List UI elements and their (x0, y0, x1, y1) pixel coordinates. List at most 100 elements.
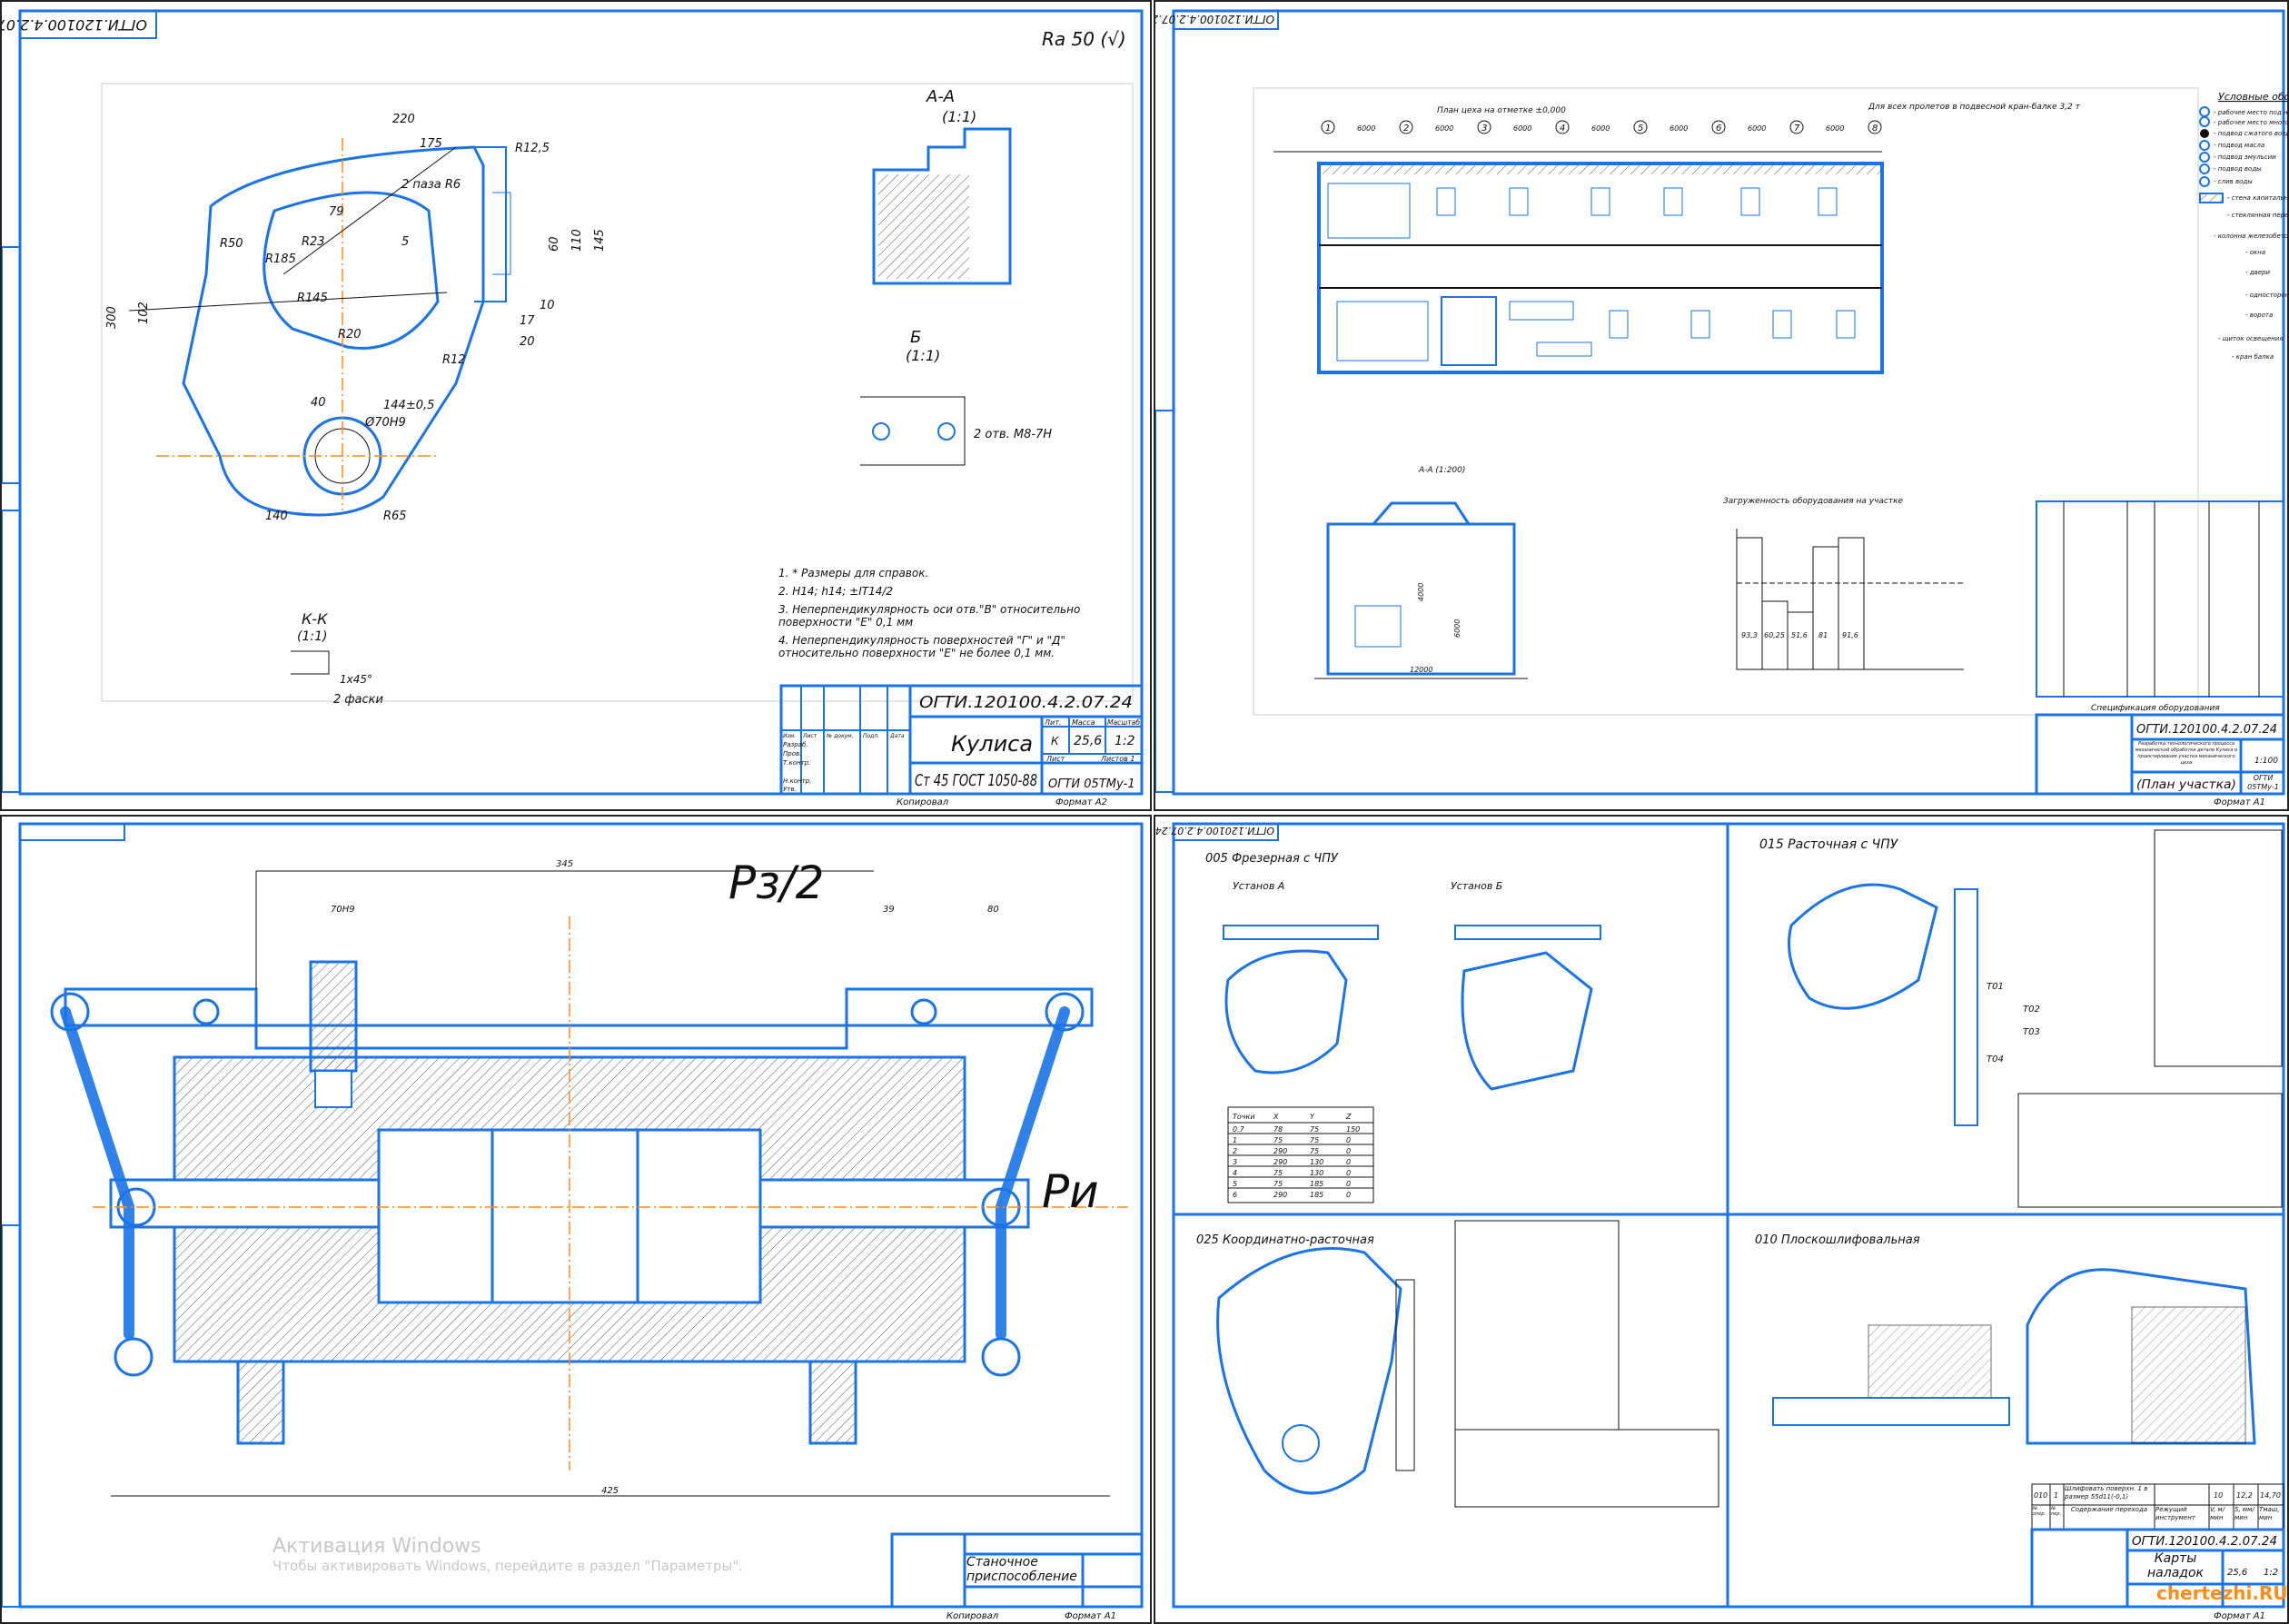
svg-text:Установ Б: Установ Б (1451, 880, 1502, 892)
svg-text:Б: Б (910, 328, 921, 347)
svg-text:Кулиса: Кулиса (951, 731, 1033, 757)
svg-text:Т03: Т03 (2023, 1027, 2040, 1037)
svg-text:К-К: К-К (302, 610, 328, 628)
svg-text:60,25: 60,25 (1764, 631, 1785, 639)
table-cell: 3 (1233, 1158, 1237, 1166)
svg-text:110: 110 (570, 229, 584, 252)
svg-text:175: 175 (420, 137, 442, 151)
svg-text:R23: R23 (302, 235, 325, 249)
setup-cards-canvas: ОГТИ.120100.4.2.07.24 005 Фрезерная с ЧП… (1155, 822, 2285, 1621)
svg-text:2 паза R6: 2 паза R6 (401, 178, 461, 192)
detail-drawing-canvas: ОГТИ.120100.4.2.07.24 Ra 50 (√) 220 175 … (2, 9, 1144, 807)
svg-text:- кран балка: - кран балка (2232, 353, 2274, 361)
svg-text:Масса: Масса (1072, 718, 1095, 727)
svg-text:1: 1 (2054, 1491, 2058, 1500)
svg-text:R65: R65 (383, 510, 407, 523)
svg-text:ОГТИ.120100.4.2.07.24: ОГТИ.120100.4.2.07.24 (1155, 825, 1274, 837)
svg-text:R12,5: R12,5 (515, 142, 550, 155)
svg-text:6000: 6000 (1357, 124, 1375, 133)
svg-text:Т.контр.: Т.контр. (783, 759, 810, 767)
svg-text:2 отв. М8-7Н: 2 отв. М8-7Н (974, 428, 1052, 441)
svg-text:91,6: 91,6 (1842, 631, 1858, 639)
svg-text:010: 010 (2034, 1491, 2047, 1500)
table-cell: 290 (1273, 1147, 1287, 1155)
dimension-labels: 220 175 300 102 140 40 144±0,5 Ø70H9 R65… (105, 113, 607, 523)
svg-text:- ворота: - ворота (2245, 312, 2273, 319)
svg-text:5: 5 (1638, 124, 1643, 134)
svg-text:R185: R185 (265, 253, 296, 266)
svg-text:Лист: Лист (1045, 755, 1065, 763)
copied-label: Копировал (897, 797, 949, 807)
svg-text:Для всех пролетов в подвесной: Для всех пролетов в подвесной кран-балке… (1868, 103, 2081, 112)
svg-text:- слив воды: - слив воды (2214, 178, 2253, 185)
note: 1. * Размеры для справок. (778, 567, 929, 579)
part-kulisa-view (128, 138, 511, 517)
equipment-specification-table: Спецификация оборудования (2036, 500, 2284, 713)
sheet-setup-cards: ОГТИ.120100.4.2.07.24 005 Фрезерная с ЧП… (1154, 815, 2289, 1624)
svg-text:Пров.: Пров. (783, 750, 801, 758)
svg-text:7: 7 (1794, 124, 1800, 134)
table-cell: 6 (1233, 1191, 1237, 1199)
svg-text:Условные обозначения: Условные обозначения (2218, 91, 2287, 103)
svg-text:Масштаб: Масштаб (1107, 718, 1140, 727)
svg-text:015 Расточная с ЧПУ: 015 Расточная с ЧПУ (1759, 837, 1899, 852)
svg-text:425: 425 (601, 1486, 619, 1496)
svg-text:R50: R50 (220, 237, 243, 251)
building-section: 12000 6000 4000 (1314, 501, 1528, 679)
svg-text:300: 300 (105, 306, 119, 329)
table-cell: 4 (1233, 1169, 1237, 1177)
force-label-pi: Ри (1042, 1165, 1099, 1218)
svg-text:ОГТИ.120100.4.2.07.24: ОГТИ.120100.4.2.07.24 (2136, 723, 2277, 737)
svg-text:- подвод эмульсии: - подвод эмульсии (2214, 153, 2276, 161)
svg-text:25,6: 25,6 (1074, 734, 1102, 748)
svg-text:144±0,5: 144±0,5 (383, 399, 434, 412)
table-cell: 0 (1346, 1136, 1351, 1144)
table-cell: 185 (1310, 1180, 1323, 1188)
svg-text:R20: R20 (338, 328, 362, 342)
svg-text:6000: 6000 (1591, 124, 1610, 133)
svg-text:А-А (1:200): А-А (1:200) (1418, 466, 1465, 475)
workshop-plan-canvas: ОГТИ.120100.4.2.07.24 План цеха на отмет… (1155, 9, 2287, 807)
svg-text:- односторонние двери: - односторонние двери (2245, 292, 2287, 299)
workshop-floor-plan (1317, 162, 1884, 374)
svg-text:6: 6 (1716, 124, 1721, 134)
svg-text:ОГТИ.120100.4.2.07.24: ОГТИ.120100.4.2.07.24 (919, 693, 1133, 712)
table-cell: 75 (1273, 1169, 1283, 1177)
svg-text:4: 4 (1560, 124, 1565, 134)
table-cell: 1 (1233, 1136, 1237, 1144)
svg-text:79: 79 (329, 205, 344, 219)
svg-text:- подвод масла: - подвод масла (2214, 142, 2264, 149)
format-label: Формат А1 (2214, 1611, 2265, 1621)
svg-text:1: 1 (1325, 124, 1331, 134)
table-cell: 5 (1233, 1180, 1237, 1188)
svg-text:Спецификация оборудования: Спецификация оборудования (2091, 704, 2220, 713)
svg-text:8: 8 (1872, 124, 1878, 134)
svg-text:А-А: А-А (926, 87, 955, 106)
svg-text:- окна: - окна (2245, 249, 2265, 256)
svg-text:- стена капитальная: - стена капитальная (2227, 194, 2287, 202)
svg-text:ОГТИ.120100.4.2.07.24: ОГТИ.120100.4.2.07.24 (2132, 1535, 2277, 1549)
svg-text:Разраб.: Разраб. (783, 741, 808, 748)
format-label: Формат А1 (2214, 797, 2265, 807)
svg-text:Загруженность оборудования на: Загруженность оборудования на участке (1723, 497, 1904, 506)
svg-text:Лист: Лист (802, 733, 818, 739)
svg-text:14,70: 14,70 (2260, 1491, 2281, 1500)
svg-text:ОГТИ.120100.4.2.07.24: ОГТИ.120100.4.2.07.24 (1155, 13, 1274, 25)
svg-text:60: 60 (548, 236, 561, 252)
svg-text:39: 39 (883, 905, 895, 915)
svg-text:1:2: 1:2 (1115, 734, 1135, 748)
svg-text:Лит.: Лит. (1044, 718, 1061, 727)
technical-notes: 1. * Размеры для справок. 2. H14; h14; ±… (778, 567, 1080, 659)
title-block: ОГТИ.120100.4.2.07.24 Разработка техноло… (2035, 713, 2285, 807)
svg-text:- колонна железобетонная: - колонна железобетонная (2214, 233, 2287, 240)
tmash-header: Тмаш, мин (2259, 1506, 2280, 1521)
svg-text:1x45°: 1x45° (340, 673, 372, 686)
svg-text:140: 140 (265, 510, 288, 523)
svg-text:25,6: 25,6 (2227, 1568, 2247, 1578)
svg-text:10: 10 (2214, 1491, 2223, 1500)
table-cell: 290 (1273, 1158, 1287, 1166)
svg-text:17: 17 (520, 314, 535, 328)
table-cell: 0.7 (1233, 1125, 1245, 1134)
svg-text:2 фаски: 2 фаски (333, 693, 383, 707)
